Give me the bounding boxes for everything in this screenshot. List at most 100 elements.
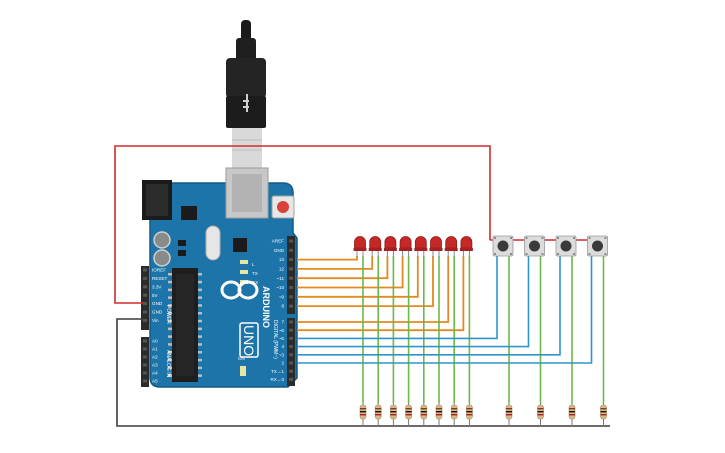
usb-cable-icon[interactable]	[226, 20, 266, 172]
led-signal-wire[interactable]	[297, 256, 419, 298]
power-wire[interactable]	[114, 145, 491, 304]
analog-pin-label: A1	[152, 347, 158, 352]
led-body	[369, 236, 382, 249]
led-icon[interactable]	[368, 236, 382, 258]
led-signal-wire[interactable]	[297, 256, 434, 308]
led-signal-wire[interactable]	[297, 256, 465, 332]
chip-pin	[168, 335, 172, 338]
resistor-band	[360, 408, 366, 410]
button-signal-wire[interactable]	[297, 256, 530, 348]
led-rim	[383, 248, 397, 251]
digital-pin-label: ~6	[279, 328, 285, 333]
resistor[interactable]	[537, 403, 544, 426]
resistor[interactable]	[374, 403, 382, 426]
resistor-band	[600, 411, 607, 413]
header-pin	[289, 295, 293, 299]
power-pin-label: 5V	[152, 293, 159, 298]
resistor[interactable]	[390, 403, 397, 426]
resistor-band	[390, 408, 397, 410]
resistor-band	[451, 414, 458, 416]
infinity-logo-icon	[220, 280, 259, 300]
resistor[interactable]	[568, 403, 576, 426]
digital-header-bottom	[287, 318, 295, 386]
chip-pin	[198, 296, 202, 299]
capacitor	[153, 249, 171, 267]
header-pin	[289, 345, 293, 349]
resistor[interactable]	[435, 403, 443, 426]
usb-chip	[233, 238, 247, 252]
resistor-band	[569, 411, 575, 413]
uno-logo: UNO	[239, 322, 259, 358]
power-header	[141, 266, 149, 330]
button-signal-wire[interactable]	[297, 256, 561, 356]
resistor-band	[466, 411, 473, 413]
analog-header	[141, 337, 149, 387]
chip-pin	[198, 358, 202, 362]
arduino-uno-board[interactable]: L TX RX ON ARDUINO UNO IOREFRESET3.3V5VG…	[141, 167, 298, 388]
led-icon[interactable]	[399, 236, 413, 258]
led-rim	[399, 248, 413, 251]
resistor[interactable]	[466, 403, 473, 426]
button-signal-wire[interactable]	[297, 256, 593, 364]
resistor[interactable]	[405, 403, 412, 426]
resistor[interactable]	[359, 403, 367, 426]
chip-pin	[168, 280, 172, 284]
header-pin	[143, 371, 147, 375]
digital-header-top	[287, 236, 295, 314]
chip-pin	[198, 366, 202, 370]
push-button-icon[interactable]	[492, 235, 514, 257]
led-icon[interactable]	[414, 236, 428, 258]
led-icon[interactable]	[459, 236, 473, 258]
push-button-icon[interactable]	[524, 235, 545, 257]
push-button-icon[interactable]	[555, 235, 577, 257]
resistor-band	[537, 414, 544, 416]
button-signal-wire[interactable]	[297, 256, 498, 340]
resistor-band	[600, 408, 607, 410]
resistor[interactable]	[600, 403, 607, 426]
wires	[114, 145, 610, 427]
push-button-icon[interactable]	[587, 235, 608, 257]
digital-pin-label: 2	[281, 361, 284, 366]
resistor-band	[375, 408, 382, 410]
led-signal-wire[interactable]	[297, 256, 404, 289]
led-signal-wire[interactable]	[297, 256, 374, 270]
resistor-band	[420, 411, 427, 413]
header-pin	[289, 239, 293, 243]
led-body	[354, 236, 366, 249]
led-signal-wire[interactable]	[297, 256, 450, 323]
led-rim	[368, 248, 382, 251]
resistor-band	[405, 408, 412, 410]
button-leg	[588, 237, 591, 239]
led-icon[interactable]	[429, 236, 443, 258]
button-leg	[510, 253, 512, 255]
digital-pin-label: TX→1	[271, 369, 284, 374]
chip-pin	[168, 343, 172, 346]
led-body	[460, 236, 473, 249]
chip-pin	[168, 327, 172, 331]
chip-pin	[198, 288, 202, 292]
led-signal-wire[interactable]	[297, 256, 358, 261]
led-signal-wire[interactable]	[297, 256, 389, 280]
resistor-band	[451, 411, 458, 413]
header-pin	[143, 363, 147, 367]
on-led	[240, 366, 246, 376]
resistor[interactable]	[505, 403, 513, 426]
tx-label: TX	[252, 271, 258, 276]
led-icon[interactable]	[444, 236, 458, 258]
reset-button[interactable]	[271, 195, 295, 219]
arduino-logo: ARDUINO	[261, 286, 271, 328]
button-cap	[592, 240, 603, 252]
led-icon[interactable]	[353, 236, 367, 258]
digital-pin-label: 12	[279, 267, 285, 272]
chip-pin	[168, 312, 172, 315]
resistor[interactable]	[420, 403, 428, 426]
digital-pin-label: GND	[274, 248, 285, 253]
digital-pin-label: ~10	[276, 285, 284, 290]
analog-header-label: ANALOG IN	[165, 350, 171, 378]
power-pin-label: RESET	[152, 276, 168, 281]
led-icon[interactable]	[383, 236, 397, 258]
resistor-band	[405, 414, 412, 416]
header-pin	[143, 293, 147, 297]
resistor[interactable]	[450, 403, 458, 426]
